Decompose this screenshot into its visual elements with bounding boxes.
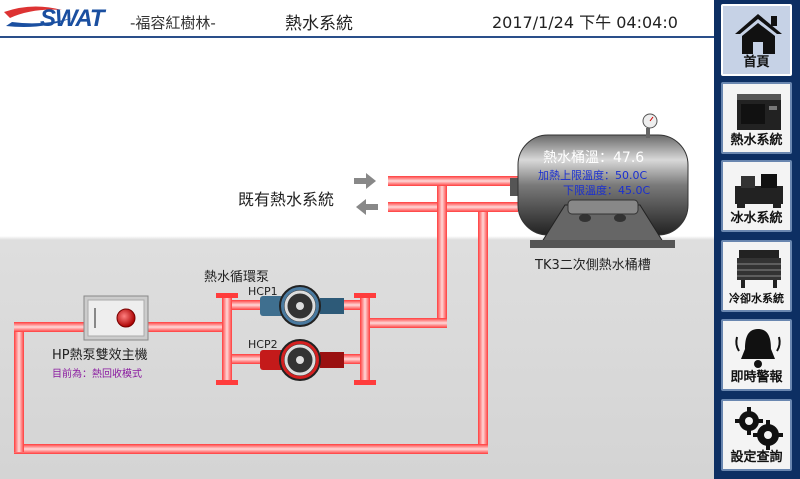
pump-header-right [360,293,370,385]
alarm-bell-icon [735,329,781,368]
heat-pump-unit[interactable] [83,295,149,341]
chiller-icon [735,174,783,208]
cooling-tower-icon [737,250,781,288]
pump1-label: HCP1 [248,285,278,298]
pump2-label: HCP2 [248,338,278,351]
pipe-hp-in [14,322,90,332]
heat-pump-label: HP熱泵雙效主機 [52,348,148,363]
pipe-supply-existing [388,176,518,186]
nav-hot-water-button[interactable]: 熱水系統 [721,82,792,154]
status-light-icon [116,308,136,328]
nav-home-label: 首頁 [743,55,770,70]
flow-arrows [354,173,378,215]
pipe-vertical-right [478,212,488,452]
pipe-left-vertical [14,322,24,452]
logo-text: SWAT [40,5,105,32]
pipe-return-existing [388,202,518,212]
pipe-bottom-return [14,444,488,454]
datetime: 2017/1/24 下午 04:04:0 [492,13,678,32]
nav-settings-label: 設定查詢 [730,450,783,465]
hot-water-diagram: 既有熱水系統 熱水循環泵 HCP1 HCP2 HP熱泵雙效主機 目前為：熱回收模… [0,38,714,479]
nav-cooling-water-button[interactable]: 冷卻水系統 [721,240,792,312]
nav-home-button[interactable]: 首頁 [721,4,792,76]
pipe-vertical-left [437,186,447,326]
gears-icon [735,407,783,450]
pump-hcp1[interactable] [260,285,344,327]
pipe-to-tank [368,318,447,328]
nav-hot-water-label: 熱水系統 [730,133,783,148]
nav-settings-button[interactable]: 設定查詢 [721,399,792,471]
nav-chilled-water-label: 冰水系統 [730,211,783,226]
arrow-left-icon [356,199,378,215]
header-bar: SWAT -福容紅樹林- 熱水系統 2017/1/24 下午 04:04:0 [0,0,714,38]
swat-logo-swoosh [4,6,72,27]
tank-temperature: 熱水桶溫：47.6 [543,150,645,166]
nav-sidebar: 首頁 熱水系統 冰水系統 冷卻水系統 [716,0,800,479]
nav-chilled-water-button[interactable]: 冰水系統 [721,160,792,232]
existing-system-label: 既有熱水系統 [238,190,335,209]
pump-group-label: 熱水循環泵 [204,270,270,285]
tank-upper-limit: 加熱上限溫度：50.0C [538,169,648,182]
home-icon [735,14,782,54]
nav-alarm-label: 即時警報 [730,370,783,385]
main-panel: SWAT -福容紅樹林- 熱水系統 2017/1/24 下午 04:04:0 [0,0,714,479]
tank-lower-limit: 下限溫度：45.0C [563,184,651,197]
piping-diagram [14,113,689,454]
pump-header-left [222,293,232,385]
water-heater-icon [737,94,781,130]
heat-pump-mode: 目前為：熱回收模式 [52,369,142,380]
pump-hcp2[interactable] [260,339,344,381]
tank-name: TK3二次側熱水桶槽 [535,258,651,273]
nav-alarm-button[interactable]: 即時警報 [721,319,792,391]
pipe-hp-out [146,322,228,332]
nav-cooling-water-label: 冷卻水系統 [729,292,784,305]
arrow-right-icon [354,173,376,189]
page-title: 熱水系統 [285,14,353,34]
hot-water-tank [510,113,689,248]
site-name: -福容紅樹林- [130,14,216,32]
